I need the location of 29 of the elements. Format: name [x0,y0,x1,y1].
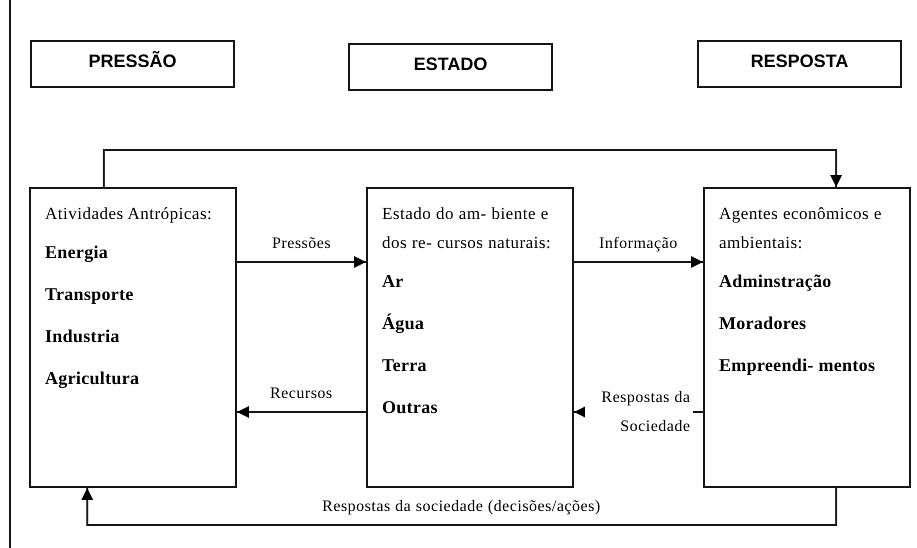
box-heading: Estado do am- biente e dos re- cursos naturais: [382,203,552,254]
arrow [574,256,703,268]
arrow [237,406,366,418]
box-item: Energia [45,242,110,263]
category-title: PRESSÃO [87,51,178,72]
box-heading: Atividades Antrópicas: [45,203,214,225]
box-item: Outras [382,397,439,418]
process-box [29,187,237,488]
box-item: Água [382,313,426,334]
category-box [30,40,235,88]
category-box [348,43,553,91]
box-item: Terra [382,355,428,376]
category-title: RESPOSTA [750,51,850,72]
arrow [81,488,838,526]
process-box [366,187,574,488]
category-box [697,40,902,88]
arrow [237,256,366,268]
box-item: Agricultura [45,368,140,389]
category-title: ESTADO [412,54,488,75]
box-item: Industria [45,326,121,347]
box-item: Adminstração [719,271,833,292]
box-item: Transporte [45,284,135,305]
edge-label: Informação [597,235,680,253]
box-item: Moradores [719,313,808,334]
process-box [703,187,911,488]
box-item: Empreendi- mentos [719,355,876,376]
arrow [102,149,842,187]
box-heading: Agentes econômicos e ambientais: [719,203,883,254]
box-item: Ar [382,271,405,292]
